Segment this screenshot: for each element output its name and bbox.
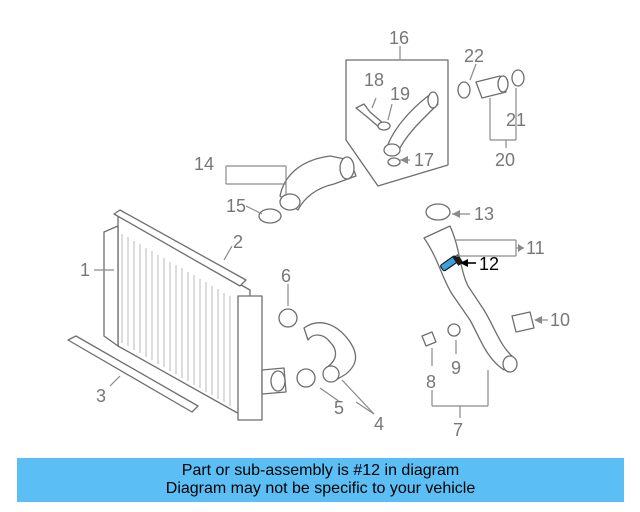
caption-line-1: Part or sub-assembly is #12 in diagram	[181, 462, 460, 479]
callout-4: 4	[374, 414, 384, 434]
callout-20: 20	[495, 150, 515, 170]
leader-lines	[94, 46, 548, 418]
parts-diagram: 1 2 3 4 5 6 7 8 9 10 11 12 13 14 15 16 1…	[67, 28, 570, 440]
caption-banner: Part or sub-assembly is #12 in diagram D…	[17, 458, 624, 502]
callout-12: 12	[479, 254, 499, 274]
hose-clamp-6	[278, 308, 298, 328]
callout-18: 18	[364, 70, 384, 90]
o-ring-17	[387, 157, 401, 167]
callout-5: 5	[334, 398, 344, 418]
pipe-assembly-box	[345, 59, 449, 187]
callout-9: 9	[451, 358, 461, 378]
callout-15: 15	[226, 196, 246, 216]
callout-3: 3	[96, 386, 106, 406]
o-ring-13	[425, 203, 451, 221]
callout-19: 19	[390, 84, 410, 104]
bolt-8	[421, 331, 437, 347]
callout-16: 16	[389, 28, 409, 48]
callout-17: 17	[414, 150, 434, 170]
callout-12-arrow	[460, 259, 476, 267]
callout-14: 14	[194, 154, 214, 174]
callout-2: 2	[233, 232, 243, 252]
callout-7: 7	[453, 420, 463, 440]
callout-1: 1	[80, 260, 90, 280]
lower-seal-strip	[67, 335, 199, 413]
callout-21: 21	[506, 110, 526, 130]
hose-clamp-15	[258, 208, 282, 224]
hose-clamp-5	[296, 368, 316, 388]
callout-10: 10	[550, 310, 570, 330]
washer-19	[377, 121, 391, 131]
o-ring-21	[511, 69, 525, 87]
callout-22: 22	[464, 46, 484, 66]
caption-line-2: Diagram may not be specific to your vehi…	[165, 480, 476, 497]
callout-6: 6	[281, 266, 291, 286]
charge-air-pipe	[423, 225, 515, 371]
o-ring-22	[457, 81, 471, 99]
callout-11: 11	[526, 238, 545, 258]
grommet-9	[447, 323, 461, 337]
sensor-10	[511, 311, 535, 333]
callout-13: 13	[474, 204, 494, 224]
callout-8: 8	[426, 372, 436, 392]
intercooler	[103, 215, 287, 421]
upper-seal-strip	[113, 209, 247, 287]
